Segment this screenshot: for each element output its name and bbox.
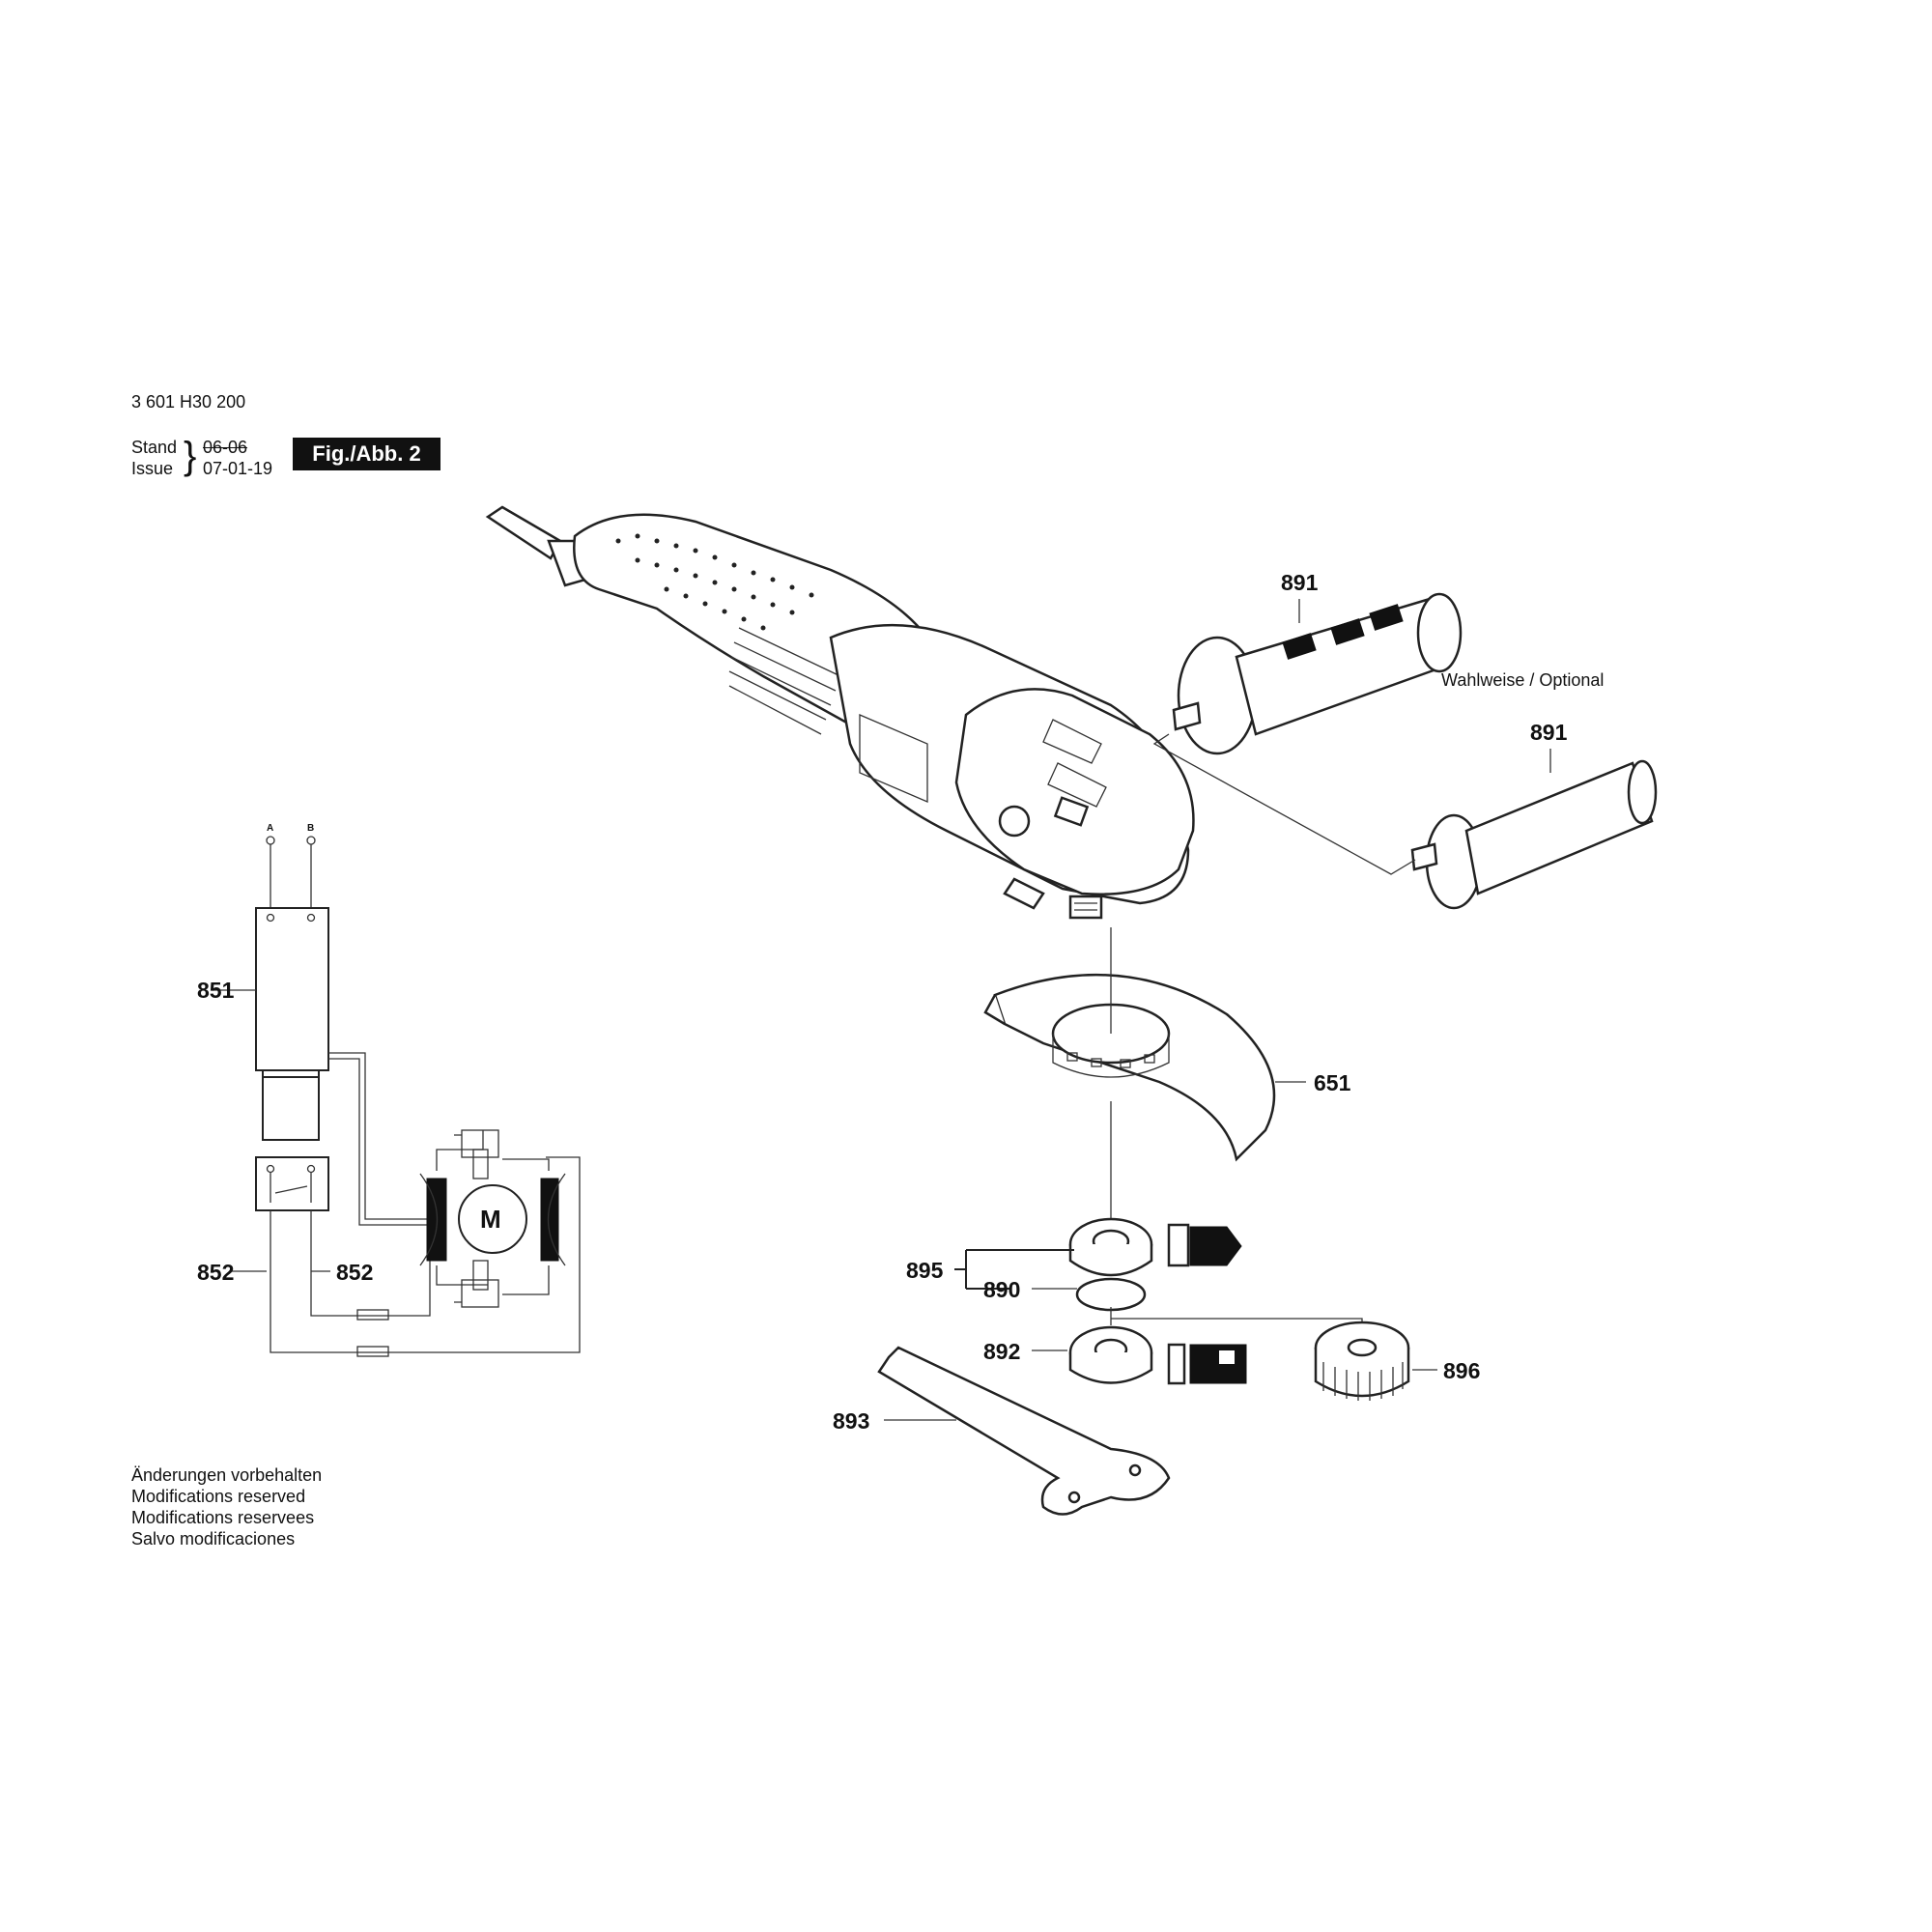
stand-label: Stand xyxy=(131,438,178,457)
callout-893: 893 xyxy=(833,1408,870,1434)
revision-values: 06-06 07-01-19 xyxy=(203,437,272,479)
wiring-diagram xyxy=(213,836,581,1357)
callout-651: 651 xyxy=(1314,1070,1351,1095)
notice-de: Änderungen vorbehalten xyxy=(131,1465,323,1485)
auxiliary-handle-standard xyxy=(1410,759,1658,910)
callout-891-bottom: 891 xyxy=(1530,720,1568,745)
terminal-a-label: A xyxy=(267,823,274,834)
angle-grinder-body xyxy=(485,505,1195,920)
clamping-flange-895 xyxy=(1068,1217,1242,1277)
document-number: 3 601 H30 200 xyxy=(131,392,246,412)
callout-890: 890 xyxy=(983,1277,1021,1302)
revision-brace: } xyxy=(184,435,197,477)
protective-guard xyxy=(983,973,1276,1162)
handle-mount-line xyxy=(1152,733,1416,875)
notice-en: Modifications reserved xyxy=(131,1487,306,1506)
electronics-module-851 xyxy=(255,907,329,1071)
callout-851: 851 xyxy=(197,978,235,1003)
o-ring-890 xyxy=(1075,1277,1147,1312)
auxiliary-handle-vibration-damped xyxy=(1172,592,1463,755)
notice-es: Salvo modificaciones xyxy=(131,1529,296,1548)
motor-label: M xyxy=(480,1205,501,1234)
issue-label: Issue xyxy=(131,459,174,478)
leader-895 xyxy=(954,1249,1074,1290)
mounting-flange-892 xyxy=(1068,1325,1247,1385)
issue-value: 07-01-19 xyxy=(203,459,273,478)
revision-labels: Stand Issue xyxy=(131,437,177,479)
stand-value: 06-06 xyxy=(203,438,248,457)
switch-852 xyxy=(255,1156,329,1211)
callout-852-right: 852 xyxy=(336,1260,374,1285)
callout-891-top: 891 xyxy=(1281,570,1319,595)
callout-895: 895 xyxy=(906,1258,944,1283)
optional-label: Wahlweise / Optional xyxy=(1441,670,1605,690)
callout-852-left: 852 xyxy=(197,1260,235,1285)
motor-symbol xyxy=(458,1184,527,1254)
two-pin-spanner xyxy=(877,1346,1171,1516)
modifications-notice: Änderungen vorbehalten Modifications res… xyxy=(131,1464,322,1549)
callout-896: 896 xyxy=(1443,1358,1481,1383)
callout-892: 892 xyxy=(983,1339,1021,1364)
notice-fr: Modifications reservees xyxy=(131,1508,315,1527)
figure-label: Fig./Abb. 2 xyxy=(293,438,440,470)
quick-clamping-nut-896 xyxy=(1314,1321,1410,1401)
terminal-b-label: B xyxy=(307,823,315,834)
